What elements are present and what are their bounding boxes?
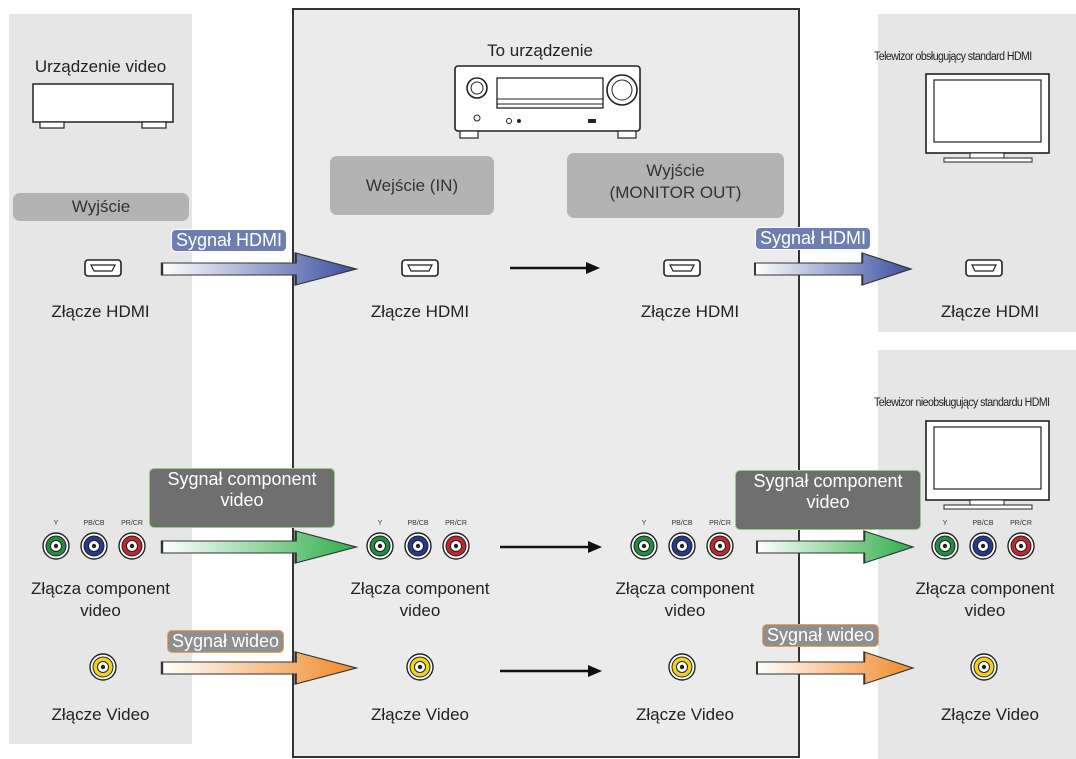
component-connector-label-tv: Złącza component video (894, 578, 1076, 622)
pb-jack-tv (969, 532, 997, 560)
input-label: Wejście (IN) (365, 176, 459, 195)
component-signal-arrow-left (160, 529, 358, 565)
hdmi-signal-badge-left: Sygnał HDMI (171, 229, 288, 252)
video-jack-source (89, 653, 117, 681)
pr-jack-label-input: PR/CR (445, 520, 467, 527)
input-label-box: Wejście (IN) (330, 156, 494, 215)
output-label-box: Wyjście (13, 193, 189, 221)
source-device-title: Urządzenie video (34, 57, 167, 76)
pr-jack-source (118, 532, 146, 560)
y-jack-tv (931, 532, 959, 560)
hdmi-port-icon-source (84, 259, 122, 277)
receiver-title: To urządzenie (487, 41, 593, 60)
hdmi-signal-arrow-right (754, 252, 912, 286)
receiver-icon (454, 65, 641, 139)
tv-hdmi-title: Telewizor obsługujący standard HDMI (874, 51, 1032, 63)
component-connector-label-output: Złącza component video (595, 578, 775, 622)
pr-jack-label-tv: PR/CR (1010, 520, 1032, 527)
video-jack-icon (668, 653, 696, 681)
video-signal-badge-left: Sygnał wideo (167, 630, 285, 653)
output-label: Wyjście (71, 197, 131, 216)
component-jacks-input (366, 532, 470, 560)
component-connector-label-tv-line2: video (964, 601, 1006, 620)
pr-jack-input (442, 532, 470, 560)
pr-jack-tv (1007, 532, 1035, 560)
pr-jack-label-output: PR/CR (709, 520, 731, 527)
pb-jack-source (80, 532, 108, 560)
y-jack-source (42, 532, 70, 560)
component-jacks-output (630, 532, 734, 560)
component-connector-label-output-line2: video (664, 601, 706, 620)
component-signal-badge-right-line1: Sygnał component (753, 471, 903, 491)
component-jacks-tv (931, 532, 1035, 560)
pass-through-arrow-component (500, 541, 602, 553)
video-connector-label-output: Złącze Video (636, 705, 734, 724)
pb-jack-output (668, 532, 696, 560)
hdmi-connector-label-tv: Złącze HDMI (940, 302, 1040, 321)
video-connector-label-input: Złącze Video (371, 705, 469, 724)
y-jack-output (630, 532, 658, 560)
y-jack-input (366, 532, 394, 560)
video-jack-icon (970, 653, 998, 681)
component-connector-label-output-line1: Złącza component (615, 579, 755, 598)
monitor-out-label-line2: (MONITOR OUT) (609, 183, 742, 202)
pb-jack-input (404, 532, 432, 560)
receiver-panel (292, 8, 800, 758)
component-connector-label-input-line2: video (399, 601, 441, 620)
video-signal-arrow-left (160, 650, 358, 686)
tv-nonhdmi-icon (925, 420, 1050, 510)
source-panel (9, 14, 192, 744)
hdmi-connector-label-input: Złącze HDMI (370, 302, 470, 321)
component-connector-label-source: Złącza component video (9, 578, 192, 622)
hdmi-port-icon-input (401, 259, 439, 277)
video-jack-output (668, 653, 696, 681)
component-signal-badge-left-line1: Sygnał component (167, 469, 317, 489)
hdmi-connector-label-source: Złącze HDMI (51, 302, 150, 321)
video-connector-label-tv: Złącze Video (941, 705, 1039, 724)
component-connector-label-input: Złącza component video (330, 578, 510, 622)
hdmi-port-icon-tv (965, 259, 1003, 277)
monitor-out-label-line1: Wyjście (646, 161, 705, 180)
component-connector-label-input-line1: Złącza component (350, 579, 490, 598)
video-jack-tv (970, 653, 998, 681)
component-connector-label-source-line2: video (80, 601, 121, 620)
pb-jack-label-output: PB/CB (671, 520, 693, 527)
pb-jack-label-input: PB/CB (407, 520, 429, 527)
y-jack-label-source: Y (53, 520, 59, 527)
y-jack-label-output: Y (641, 520, 647, 527)
video-connector-label-source: Złącze Video (51, 705, 150, 724)
tv-hdmi-icon (925, 73, 1050, 163)
video-jack-input (406, 653, 434, 681)
tv-hdmi-panel (878, 14, 1076, 332)
pb-jack-label-tv: PB/CB (972, 520, 994, 527)
hdmi-signal-arrow-left (160, 251, 358, 287)
component-signal-badge-left-line2: video (220, 490, 264, 510)
y-jack-label-tv: Y (942, 520, 948, 527)
source-device-icon (32, 83, 174, 129)
video-jack-icon (89, 653, 117, 681)
hdmi-port-icon-output (663, 259, 701, 277)
hdmi-connector-label-output: Złącze HDMI (640, 302, 740, 321)
tv-nonhdmi-title: Telewizor nieobsługujący standardu HDMI (874, 397, 1050, 409)
component-signal-badge-right-line2: video (806, 492, 850, 512)
video-signal-arrow-right (756, 651, 914, 685)
component-signal-badge-left: Sygnał component video (149, 468, 335, 528)
pb-jack-label-source: PB/CB (83, 520, 105, 527)
y-jack-label-input: Y (377, 520, 383, 527)
pr-jack-output (706, 532, 734, 560)
pass-through-arrow-hdmi (510, 262, 600, 274)
pass-through-arrow-video (500, 665, 602, 677)
component-signal-arrow-right (756, 530, 914, 564)
hdmi-signal-badge-right: Sygnał HDMI (755, 227, 872, 250)
component-jacks-source (42, 532, 146, 560)
monitor-out-label-box: Wyjście (MONITOR OUT) (567, 153, 784, 218)
pr-jack-label-source: PR/CR (121, 520, 143, 527)
component-connector-label-tv-line1: Złącza component (915, 579, 1055, 598)
component-signal-badge-right: Sygnał component video (735, 470, 921, 530)
video-signal-badge-right: Sygnał wideo (762, 624, 880, 647)
component-connector-label-source-line1: Złącza component (31, 579, 170, 598)
video-jack-icon (406, 653, 434, 681)
